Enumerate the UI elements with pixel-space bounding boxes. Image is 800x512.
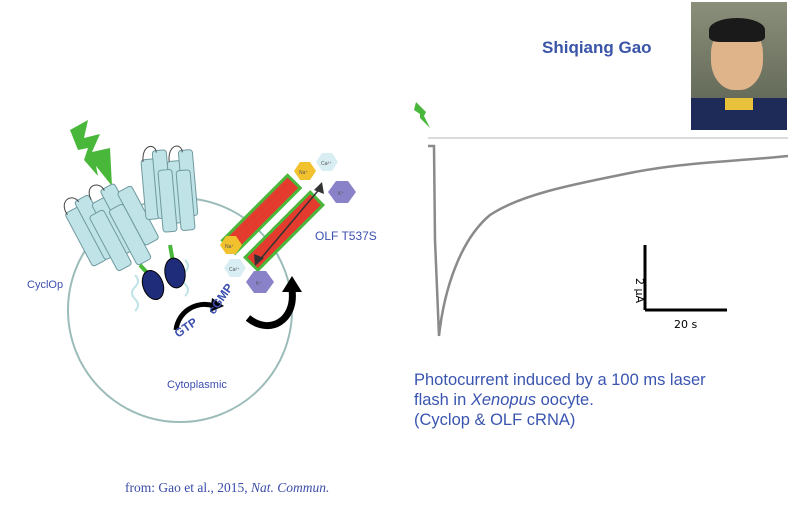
scale-bar-current-label: 2 µA bbox=[633, 278, 646, 303]
ion-label: Ca²⁺ bbox=[321, 161, 332, 167]
cyclop-helix-bundle-right bbox=[140, 145, 199, 233]
k-ion bbox=[328, 181, 356, 203]
ion-flux-arrow bbox=[257, 185, 323, 263]
arrowhead bbox=[210, 298, 224, 312]
caption-line: Photocurrent induced by a 100 ms laser bbox=[414, 371, 706, 389]
citation-journal: Nat. Commun. bbox=[250, 480, 330, 495]
gtp-label: GTP bbox=[172, 315, 200, 341]
ion-label: K⁺ bbox=[256, 281, 262, 287]
light-flash-icon bbox=[70, 120, 112, 186]
ca-ion bbox=[316, 153, 338, 171]
cgmp-label: cGMP bbox=[205, 281, 236, 317]
figure-caption: Photocurrent induced by a 100 ms laser f… bbox=[414, 370, 706, 430]
author-photo bbox=[691, 2, 787, 130]
light-flash-icon bbox=[414, 102, 430, 128]
olf-label: OLF T537S bbox=[315, 229, 377, 243]
k-ion bbox=[246, 271, 274, 293]
cyclase-domain bbox=[141, 269, 165, 301]
conversion-arrow bbox=[173, 302, 215, 331]
citation: from: Gao et al., 2015, Nat. Commun. bbox=[125, 480, 329, 496]
olf-channel bbox=[220, 173, 326, 273]
tail bbox=[131, 274, 139, 312]
ion-label: Ca²⁺ bbox=[229, 267, 240, 273]
citation-text: from: Gao et al., 2015, bbox=[125, 480, 251, 495]
caption-line: flash in Xenopus oocyte. bbox=[414, 390, 706, 410]
na-ion bbox=[220, 236, 242, 254]
ion-label: K⁺ bbox=[338, 191, 344, 197]
caption-species: Xenopus bbox=[470, 391, 537, 409]
scale-bar-time-label: 20 s bbox=[674, 318, 697, 331]
caption-text: flash in bbox=[414, 391, 471, 409]
arrowhead bbox=[282, 276, 302, 292]
caption-line: (Cyclop & OLF cRNA) bbox=[414, 411, 576, 429]
cyclop-label: CyclOp bbox=[27, 279, 63, 291]
cytoplasmic-label: Cytoplasmic bbox=[167, 379, 227, 391]
author-name: Shiqiang Gao bbox=[542, 38, 652, 57]
na-ion bbox=[294, 162, 316, 180]
caption-text: oocyte. bbox=[536, 391, 594, 409]
cyclase-domain bbox=[164, 257, 186, 289]
photocurrent-trace: 2 µA 20 s bbox=[414, 102, 789, 337]
current-trace bbox=[428, 144, 789, 337]
ion-label: Na⁺ bbox=[299, 170, 308, 176]
activation-arrow bbox=[245, 289, 296, 330]
ca-ion bbox=[224, 259, 246, 277]
ion-label: Na⁺ bbox=[225, 244, 234, 250]
cyclop-diagram: Na⁺ Ca²⁺ K⁺ Na⁺ Ca²⁺ K⁺ CyclOp OLF T537S… bbox=[27, 120, 377, 423]
cyclop-helix-bundle-left bbox=[63, 183, 159, 271]
